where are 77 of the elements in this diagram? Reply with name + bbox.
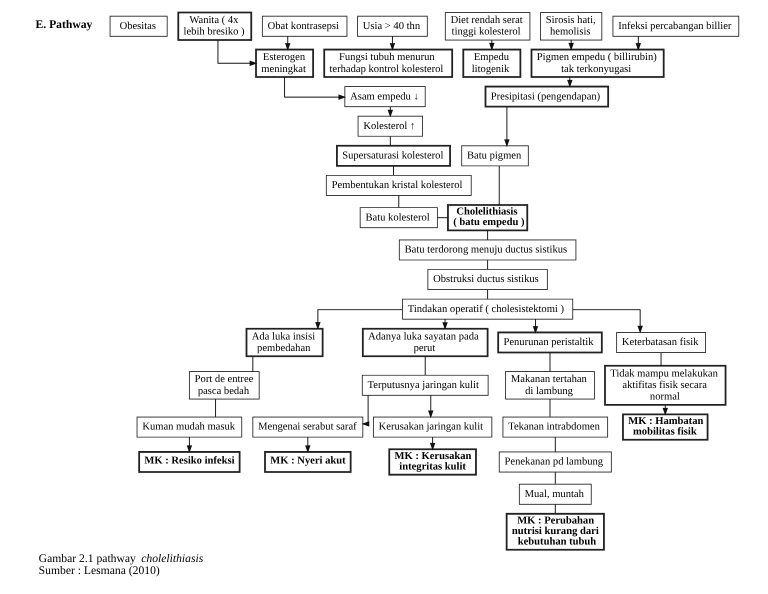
arrow [635,36,641,51]
connector [498,166,500,206]
node-box: Infeksi percabangan billier [612,16,739,37]
node-box: Esterogen meningkat [254,48,314,78]
node-box: Terputusnya jaringan kulit [361,374,488,396]
arrow [314,309,402,330]
arrow [572,309,642,334]
node-box: Usia > 40 thn [356,16,428,37]
diagram-title: E. Pathway [35,18,92,32]
connector [424,356,426,376]
node-box: Tekanan intrabdomen [502,416,608,438]
arrow [361,394,369,427]
node-box: MK : Resiko infeksi [138,451,240,473]
connector [486,260,488,270]
node-box: Empedu litogenik [462,48,521,78]
node-box: Presipitasi (pengendapan) [484,86,609,108]
arrow [428,394,433,418]
arrow [304,436,310,454]
arrow [488,40,494,51]
node-box: Fungsi tubuh menurun terhadap kontrol kolesterol [322,48,453,78]
node-box: Mengenai serabut saraf [252,416,363,438]
node-box: Kolesterol ↑ [357,116,422,137]
node-box: Keterbatasan fisik [616,332,706,353]
node-box: Obstruksi ductus sistikus [426,269,548,290]
arrow [566,76,572,88]
arrow [284,76,346,100]
node-box: Pigmen empedu ( billirubin) tak terkonyugasi [530,48,664,78]
connector [554,504,556,514]
node-box: Penekanan pd lambung [498,452,612,472]
node-box: Sirosis hati, hemolisis [540,12,602,40]
node-box: MK : Perubahan nutrisi kurang dari kebutuhan tubuh [505,512,604,551]
connector [486,230,488,240]
node-box: Batu terdorong menuju ductus sistikus [398,239,576,260]
node-box: Kuman mudah masuk [136,416,242,438]
node-box: Obesitas [109,16,168,37]
node-box: Obat kontrasepsi [261,16,347,37]
connector [554,436,556,452]
connector [436,217,448,218]
node-box: Supersaturasi kolesterol [336,144,450,167]
node-box: Port de entree pasca bedah [188,371,260,400]
node-box: Batu pigmen [460,145,528,166]
connector [392,166,394,176]
node-box: MK : Hambatan mobilitas fisik [622,413,708,441]
arrow [568,40,574,51]
node-box: Cholelithiasis ( batu empedu ) [446,204,528,232]
node-box: Pembentukan kristal kolesterol [325,174,472,196]
node-box: Batu kolesterol [359,207,438,228]
node-box: Asam empedu ↓ [344,86,426,108]
node-box: MK : Kerusakan integritas kulit [388,448,476,476]
node-box: Adanya luka sayatan pada perut [361,328,488,358]
node-box: Wanita ( 4x lebih bresiko ) [176,12,252,41]
node-box: Mual, muntah [518,484,592,505]
arrow [186,436,192,454]
arrow [389,36,395,51]
connector [389,136,390,146]
connector [486,289,488,300]
connector [660,352,662,366]
connector [549,398,550,418]
connector [214,398,216,418]
arrow [532,318,538,334]
node-box: Tidak mampu melakukan aktifitas fisik secara normal [604,364,726,406]
connector [549,352,550,372]
node-box: Diet rendah serat tinggi kolesterol [444,12,530,40]
connector [252,356,253,372]
arrow [504,106,510,148]
node-box: Makanan tertahan di lambung [504,371,594,400]
node-box: Tindakan operatif ( cholesistektomi ) [402,298,573,320]
connector [398,195,399,208]
caption: Gambar 2.1 pathway cholelithiasis Sumber : Lesmana (2010) [38,552,203,577]
arrow [442,318,448,330]
node-box: Ada luka insisi pembedahan [245,328,324,358]
node-box: Penurunan peristaltik [496,332,602,354]
connector [554,472,556,484]
node-box: Kerusakan jaringan kulit [372,416,492,438]
arrow [429,436,435,451]
node-box: MK : Nyeri akut [264,451,352,473]
arrow [216,40,257,66]
